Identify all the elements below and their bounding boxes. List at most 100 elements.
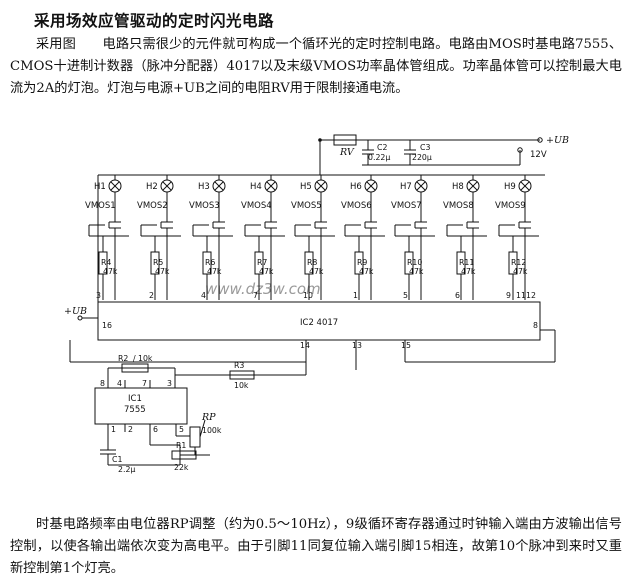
mosfet-label: VMOS2 [137,201,168,211]
watermark: www.dz3w.com [205,280,321,298]
description-paragraph: 时基电路频率由电位器RP调整（约为0.5～10Hz），9级循环寄存器通过时钟输入… [10,517,622,576]
lamp-label: H1 [94,182,106,192]
c3-name: C3 [420,143,430,152]
resistor-name: R4 [101,258,111,267]
mosfet-label: VMOS1 [85,201,116,211]
resistor-name: R12 [511,258,526,267]
resistor-value: 47k [409,267,424,276]
ic1-pin-label: 2 [128,425,133,434]
resistor-value: 47k [259,267,274,276]
ic2-pin-label: 4 [201,291,206,300]
ic1-pin-label: 5 [179,425,184,434]
r3-value: 10k [234,381,249,390]
r3-name: R3 [234,361,244,370]
resistor-value: 47k [207,267,222,276]
ic1-pins: 8 4 7 3 1 2 6 5 [100,379,184,434]
r2-value: 10k [138,354,153,363]
lamp-label: H6 [350,182,362,192]
mosfet-label: VMOS6 [341,201,372,211]
mosfet-label: VMOS7 [391,201,422,211]
ic2-pin-label: 12 [526,291,536,300]
ic2-pin-label: 6 [455,291,460,300]
ic2-pin-label: 9 [506,291,511,300]
ic2-pin-label: 3 [96,291,101,300]
rp-value: 100k [202,426,222,435]
ic2-pin-label: 1 [353,291,358,300]
mosfet-label: VMOS5 [291,201,322,211]
ic2-label: IC2 4017 [300,318,338,328]
lamp-label: H4 [250,182,262,192]
lamp-label: H9 [504,182,516,192]
mosfet-label: VMOS8 [443,201,474,211]
r1-name: R1 [176,441,186,450]
ic2-pin-label: 2 [149,291,154,300]
lamp-label: H7 [400,182,412,192]
resistor-value: 47k [513,267,528,276]
ic1-label: IC1 [128,394,142,404]
resistor-name: R8 [307,258,317,267]
resistor-name: R5 [153,258,163,267]
rp-name: RP [201,412,216,423]
resistor-name: R6 [205,258,215,267]
ic1-pin-label: 3 [167,379,172,388]
article-title: 采用场效应管驱动的定时闪光电路 [34,12,275,30]
c1-value: 2.2μ [118,465,135,474]
ic1-pin-label: 6 [153,425,158,434]
mosfet-label: VMOS3 [189,201,220,211]
ic2-pin8: 8 [533,321,538,330]
ub-left-label: +UB [64,306,87,317]
resistor-name: R11 [459,258,474,267]
r1-value: 22k [174,463,189,472]
ic1-pin-label: 8 [100,379,105,388]
r2-label: R2 [118,354,128,363]
resistor-name: R7 [257,258,267,267]
ic1-pin-label: 1 [111,425,116,434]
c1-name: C1 [112,455,122,464]
ic1-pin-label: 4 [117,379,122,388]
rv-label: RV [339,147,355,158]
c2-name: C2 [377,143,387,152]
resistor-value: 47k [461,267,476,276]
output-stages: H1VMOS1R447kH2VMOS2R547kH3VMOS3R647kH4VM… [85,175,539,302]
ic2-pin-label: 11 [516,291,526,300]
ub-top-label: +UB [546,135,569,146]
ic1-part: 7555 [124,405,146,415]
mosfet-label: VMOS4 [241,201,272,211]
lamp-label: H3 [198,182,210,192]
resistor-value: 47k [103,267,118,276]
resistor-value: 47k [359,267,374,276]
ic1-pin-label: 7 [142,379,147,388]
resistor-name: R10 [407,258,422,267]
ic2-pin14: 14 [300,341,310,350]
c2-value: 0.22μ [368,153,390,162]
ic2-pin13: 13 [352,341,362,350]
v12-label: 12V [530,150,547,160]
ic2-pin15: 15 [401,341,411,350]
lamp-label: H2 [146,182,158,192]
lamp-label: H8 [452,182,464,192]
intro-paragraph: 采用图 电路只需很少的元件就可构成一个循环光的定时控制电路。电路由MOS时基电路… [10,37,622,96]
ic2-pin-label: 7 [253,291,258,300]
ic2-pin-label: 5 [403,291,408,300]
svg-text:/: / [133,354,136,363]
ic2-pin-label: 10 [303,291,313,300]
resistor-value: 47k [309,267,324,276]
ic2-pin16: 16 [102,321,112,330]
resistor-value: 47k [155,267,170,276]
lamp-label: H5 [300,182,312,192]
resistor-name: R9 [357,258,367,267]
c3-value: 220μ [412,153,432,162]
mosfet-label: VMOS9 [495,201,526,211]
